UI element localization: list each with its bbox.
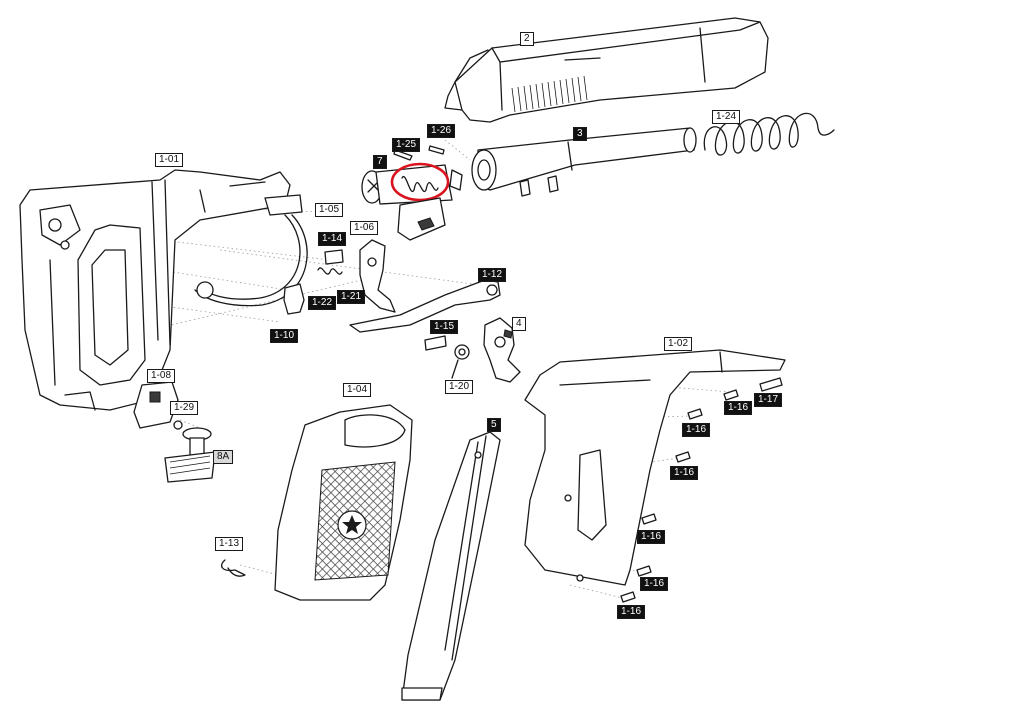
label-1-16-b: 1-16 (682, 423, 711, 437)
label-1-05: 1-05 (315, 203, 344, 217)
label-1-14: 1-14 (318, 232, 347, 246)
part-pin-1-14 (324, 249, 344, 265)
label-1-08: 1-08 (147, 369, 176, 383)
part-screws (620, 377, 783, 603)
label-1-10: 1-10 (270, 329, 299, 343)
part-hammer (483, 317, 521, 383)
part-frame-plate (524, 349, 786, 586)
label-1-20: 1-20 (445, 380, 474, 394)
label-1-16-e: 1-16 (640, 577, 669, 591)
highlight-circle (390, 162, 450, 202)
label-1-16-f: 1-16 (617, 605, 646, 619)
part-magazine-catch (164, 427, 216, 483)
part-hammer-spring (451, 344, 470, 379)
part-sear-block (397, 197, 446, 241)
part-trigger-bar (349, 279, 501, 333)
label-1-26: 1-26 (427, 124, 456, 138)
part-trigger-guard (194, 194, 308, 307)
label-7: 7 (373, 155, 387, 169)
part-pin-1-15 (424, 335, 447, 351)
label-3: 3 (573, 127, 587, 141)
label-1-04: 1-04 (343, 383, 372, 397)
label-5: 5 (487, 418, 501, 432)
label-1-06: 1-06 (350, 221, 379, 235)
label-1-25: 1-25 (392, 138, 421, 152)
label-1-16-a: 1-16 (724, 401, 753, 415)
label-1-22: 1-22 (308, 296, 337, 310)
label-4: 4 (512, 317, 526, 331)
label-1-21: 1-21 (337, 290, 366, 304)
part-recoil-spring (703, 112, 835, 156)
label-8a: 8A (213, 450, 234, 464)
part-magazine (401, 431, 501, 701)
part-pin-1-29 (173, 420, 183, 430)
label-1-17: 1-17 (754, 393, 783, 407)
label-1-02: 1-02 (664, 337, 693, 351)
part-1-10 (283, 283, 305, 315)
label-1-16-c: 1-16 (670, 466, 699, 480)
label-1-16-d: 1-16 (637, 530, 666, 544)
part-trigger (359, 239, 396, 313)
label-2: 2 (520, 32, 534, 46)
label-1-12: 1-12 (478, 268, 507, 282)
part-slide (444, 17, 769, 123)
label-1-13: 1-13 (215, 537, 244, 551)
label-1-29: 1-29 (170, 401, 199, 415)
part-clip-1-13 (221, 559, 246, 577)
part-barrel (471, 127, 697, 197)
label-1-01: 1-01 (155, 153, 184, 167)
part-grip-panel (274, 404, 413, 601)
part-spring-1-22 (317, 267, 343, 275)
part-pin-1-26 (428, 145, 445, 155)
label-1-24: 1-24 (712, 110, 741, 124)
label-1-15: 1-15 (430, 320, 459, 334)
slide-serrations (511, 75, 588, 113)
part-frame (19, 169, 291, 411)
